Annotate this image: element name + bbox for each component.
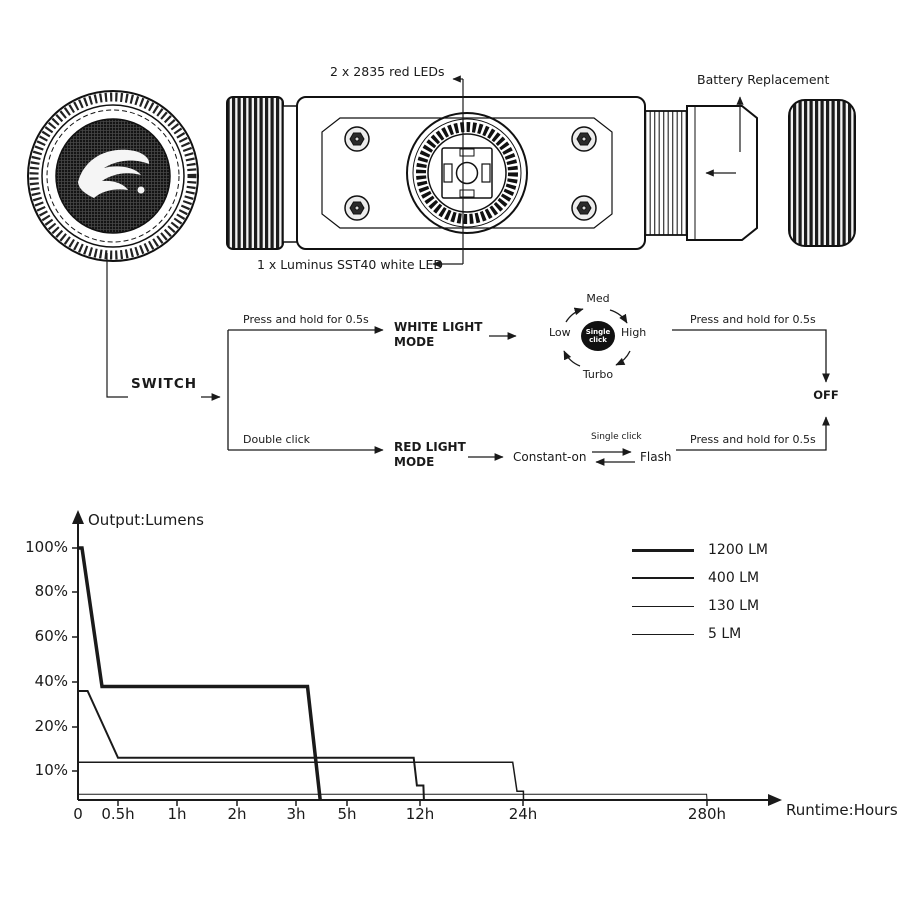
x-tick-label: 12h [405,805,435,823]
flash-label: Flash [640,450,672,464]
single-click-line2: click [589,336,607,344]
legend-line-sample [632,577,694,579]
legend-item: 400 LM [632,564,768,592]
screw-icon [344,126,370,152]
chart-axes [72,510,782,806]
x-tick-label: 0 [73,805,83,823]
x-tick-label: 24h [508,805,538,823]
x-tick-label: 5h [337,805,357,823]
off-label: OFF [813,388,839,402]
tail-cap-knurl [788,99,856,247]
flashlight-front-view [27,90,199,262]
flashlight-side-view [226,96,856,250]
mode-med-label: Med [586,292,610,305]
mode-low-label: Low [549,326,571,339]
x-tick-label: 2h [227,805,247,823]
y-tick-label: 10% [34,761,68,779]
white-led [455,161,479,185]
legend-line-sample [632,605,694,607]
legend-line-sample [632,548,694,552]
legend-label: 5 LM [708,626,742,642]
press-hold-label-2: Press and hold for 0.5s [690,313,816,326]
chart-legend: 1200 LM 400 LM 130 LM 5 LM [632,536,768,648]
white-light-mode-label: WHITE LIGHT MODE [394,320,483,350]
white-light-mode-line2: MODE [394,335,435,349]
double-click-label: Double click [243,433,311,446]
x-axis-arrow [768,794,782,806]
white-led-label: 1 x Luminus SST40 white LED [257,257,443,272]
thread-section [644,110,688,236]
x-tick-label: 280h [687,805,727,823]
y-tick-label: 40% [34,672,68,690]
bezel-knurl [226,96,284,250]
legend-line-sample [632,633,694,635]
single-click-button [581,321,615,351]
single-click-small-label: Single click [591,432,642,442]
brand-logo-icon [78,149,150,198]
cycle-arrow [565,307,584,323]
cycle-arrow [615,350,631,366]
single-click-center-label: Single click [578,328,618,344]
legend-label: 130 LM [708,598,760,614]
lens [55,118,171,234]
screw-icon [344,195,370,221]
led-assembly [406,112,528,234]
x-tick-label: 3h [286,805,306,823]
series-line-5-LM [78,793,708,801]
mode-high-label: High [621,326,647,339]
screw-icon [571,126,597,152]
y-tick-label: 80% [34,582,68,600]
screw-icon [571,195,597,221]
red-light-mode-line2: MODE [394,455,435,469]
x-tick-label: 0.5h [101,805,135,823]
red-light-mode-line1: RED LIGHT [394,440,466,454]
mode-turbo-label: Turbo [582,368,614,381]
red-led-left [443,163,453,183]
red-light-mode-label: RED LIGHT MODE [394,440,466,470]
series-line-1200-LM [78,546,322,801]
cycle-arrow [563,350,581,367]
cycle-arrow [609,309,628,324]
white-light-mode-line1: WHITE LIGHT [394,320,483,334]
legend-item: 1200 LM [632,536,768,564]
legend-label: 400 LM [708,570,760,586]
press-hold-label-3: Press and hold for 0.5s [690,433,816,446]
constant-on-label: Constant-on [513,450,587,464]
y-axis-arrow [72,510,84,524]
x-tick-label: 1h [167,805,187,823]
legend-item: 5 LM [632,620,768,648]
y-tick-label: 60% [34,627,68,645]
switch-label: SWITCH [131,376,198,392]
red-led-right [481,163,491,183]
leader-lines [106,75,744,398]
x-axis-label: Runtime:Hours [786,801,898,819]
red-leds-label: 2 x 2835 red LEDs [330,64,445,79]
chart-series-lines [78,546,708,801]
y-tick-label: 100% [25,538,68,556]
series-line-400-LM [78,690,425,801]
single-click-line1: Single [585,328,611,336]
battery-label: Battery Replacement [697,72,830,87]
legend-label: 1200 LM [708,542,768,558]
press-hold-label-1: Press and hold for 0.5s [243,313,369,326]
y-tick-label: 20% [34,717,68,735]
flow-lines [201,307,830,466]
chart-title: Output:Lumens [88,511,204,529]
legend-item: 130 LM [632,592,768,620]
